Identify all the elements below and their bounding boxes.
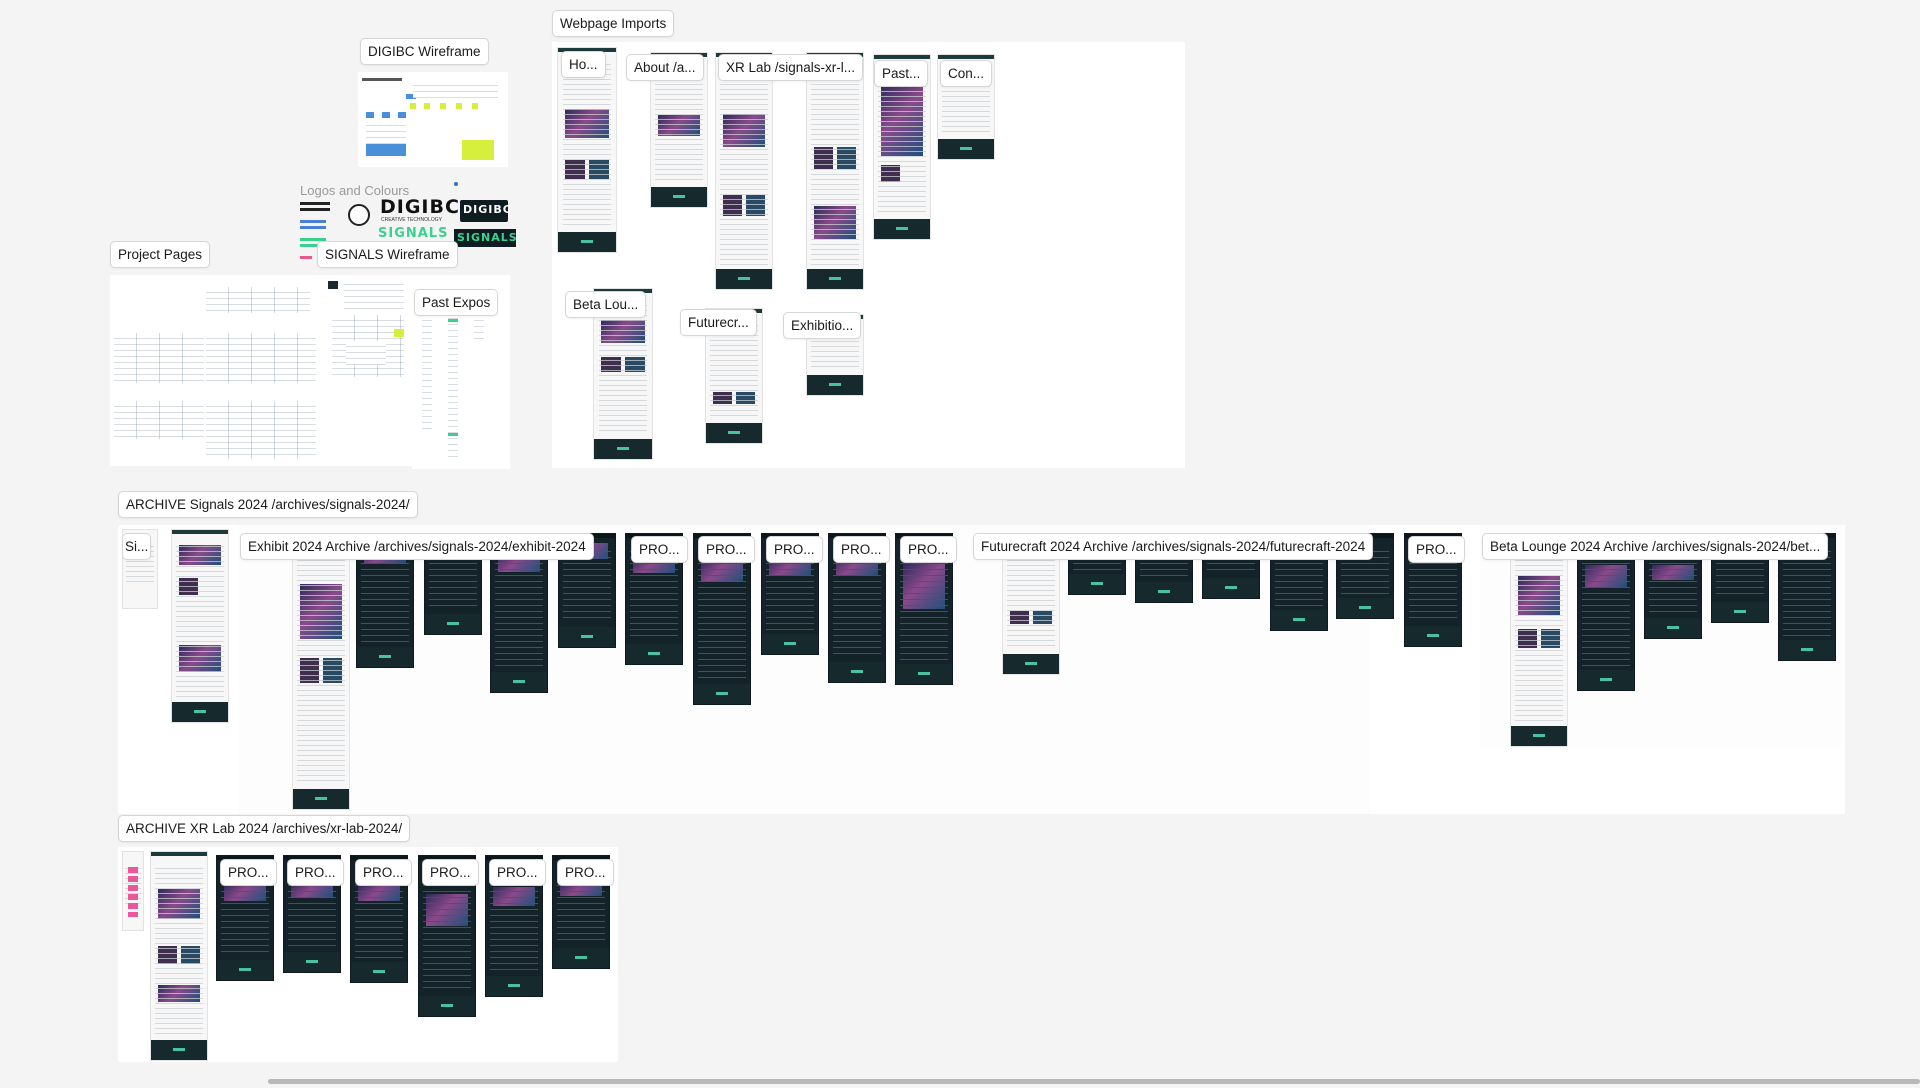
colour-spec-text [300, 202, 330, 205]
page-label-pro-4[interactable]: PRO... [833, 536, 890, 563]
signals-dark-logo: SIGNALS [454, 229, 518, 247]
page-label-xr-pro-3[interactable]: PRO... [355, 859, 412, 886]
frame-label-exhibit-archive[interactable]: Exhibit 2024 Archive /archives/signals-2… [240, 533, 594, 560]
digibc-dark-logo: DIGIBC [460, 200, 511, 222]
frame-label-archive-xr-lab[interactable]: ARCHIVE XR Lab 2024 /archives/xr-lab-202… [118, 815, 411, 842]
frame-label-past-expos[interactable]: Past Expos [414, 289, 499, 316]
exhibit-archive-index[interactable] [292, 533, 350, 810]
wireframe-lime-node [472, 103, 478, 109]
project-table [114, 333, 204, 383]
expo-green-mark [448, 433, 458, 436]
horizontal-scrollbar[interactable] [268, 1079, 1920, 1084]
wireframe-column [366, 120, 406, 144]
wireframe-blue-panel [366, 144, 406, 156]
frame-label-archive-signals[interactable]: ARCHIVE Signals 2024 /archives/signals-2… [118, 491, 418, 518]
page-label-pro-2[interactable]: PRO... [698, 536, 755, 563]
wireframe-dark-block [328, 281, 338, 289]
digibc-logo-subtitle: CREATIVE TECHNOLOGY [381, 217, 442, 223]
colour-spec-text [300, 238, 326, 241]
colour-spec-text [300, 226, 326, 229]
wireframe-lime-grid [462, 140, 494, 160]
logos-and-colours-frame[interactable]: DIGIBC CREATIVE TECHNOLOGY DIGIBC SIGNAL… [298, 182, 520, 264]
expo-column [474, 303, 484, 343]
colour-spec-text [300, 208, 330, 211]
page-home[interactable] [557, 47, 617, 253]
wireframe-sitemap-block [413, 80, 498, 98]
page-label-xr-pro-4[interactable]: PRO... [422, 859, 479, 886]
page-xr-lab-detail[interactable] [806, 52, 864, 290]
expo-column [448, 307, 458, 457]
frame-label-project-pages[interactable]: Project Pages [110, 241, 211, 268]
project-table [206, 333, 318, 383]
wireframe-table [346, 341, 386, 365]
page-label-xr-pro-2[interactable]: PRO... [287, 859, 344, 886]
wireframe-lime-node [424, 103, 430, 109]
digibc-logo: DIGIBC [380, 196, 460, 218]
wireframe-table [332, 315, 404, 377]
archive-xr-lab-frame[interactable] [118, 847, 618, 1062]
project-table [206, 287, 310, 313]
beta-lounge-archive-index[interactable] [1510, 533, 1568, 747]
wireframe-blue-box [382, 112, 390, 118]
colour-spec-text [300, 220, 326, 223]
wireframe-lime-node [456, 103, 462, 109]
wireframe-blue-box [406, 94, 416, 99]
wireframe-title-text [362, 78, 402, 81]
page-xr-lab[interactable] [715, 52, 773, 290]
wireframe-list [344, 279, 404, 309]
page-label-xr-pro-6[interactable]: PRO... [557, 859, 614, 886]
frame-label-webpage-imports[interactable]: Webpage Imports [552, 10, 675, 37]
digibc-dark-logo-text: DIGIBC [463, 203, 512, 216]
page-label-contact[interactable]: Con... [940, 60, 993, 87]
page-label-past[interactable]: Past... [874, 60, 929, 87]
project-pages-frame[interactable] [110, 275, 323, 466]
page-label-pro-6[interactable]: PRO... [1408, 536, 1465, 563]
signals-logo: SIGNALS [378, 226, 449, 241]
signals-wireframe-frame[interactable] [316, 275, 412, 466]
webpage-imports-frame[interactable] [552, 42, 1185, 468]
wireframe-blue-box [398, 112, 406, 118]
page-label-beta-lounge[interactable]: Beta Lou... [565, 291, 647, 318]
project-table [206, 401, 318, 459]
page-label-pro-5[interactable]: PRO... [900, 536, 957, 563]
exhibit-archive-frame[interactable] [238, 525, 1080, 814]
expo-column [422, 303, 432, 433]
frame-label-signals-wireframe[interactable]: SIGNALS Wireframe [317, 241, 458, 268]
colour-spec-text [300, 244, 318, 247]
expo-green-mark [448, 319, 458, 322]
xr-archive-page[interactable] [150, 851, 208, 1061]
page-label-xr-pro-5[interactable]: PRO... [489, 859, 546, 886]
wireframe-lime-node [440, 103, 446, 109]
horizontal-scrollbar-thumb[interactable] [268, 1079, 1920, 1084]
page-label-xr-lab[interactable]: XR Lab /signals-xr-l... [718, 54, 864, 81]
wireframe-lime-node [394, 329, 404, 337]
archive-signals-page[interactable] [171, 529, 229, 723]
digibc-circle-logo [348, 204, 370, 226]
page-label-pro-1[interactable]: PRO... [631, 536, 688, 563]
frame-label-digibc-wireframe[interactable]: DIGIBC Wireframe [360, 38, 489, 65]
frame-label-logos-and-colours: Logos and Colours [300, 183, 410, 198]
page-label-pro-3[interactable]: PRO... [766, 536, 823, 563]
wireframe-lime-node [410, 103, 416, 109]
page-label-futurecraft[interactable]: Futurecr... [680, 309, 757, 336]
page-label-si[interactable]: Si... [122, 533, 152, 560]
frame-label-futurecraft-archive[interactable]: Futurecraft 2024 Archive /archives/signa… [973, 533, 1374, 560]
signals-dark-logo-text: SIGNALS [457, 231, 518, 244]
page-label-about[interactable]: About /a... [626, 54, 704, 81]
cursor-dot [454, 182, 458, 186]
page-label-exhibition[interactable]: Exhibitio... [783, 312, 862, 339]
page-label-home[interactable]: Ho... [561, 51, 606, 78]
xr-pink-markers [128, 867, 138, 917]
page-label-xr-pro-1[interactable]: PRO... [220, 859, 277, 886]
wireframe-blue-box [366, 112, 374, 118]
colour-spec-text [300, 256, 312, 259]
futurecraft-archive-frame[interactable] [970, 525, 1370, 814]
digibc-wireframe-frame[interactable] [358, 72, 508, 167]
archive-signals-frame[interactable] [118, 525, 1845, 814]
project-table [114, 401, 204, 439]
frame-label-beta-lounge-archive[interactable]: Beta Lounge 2024 Archive /archives/signa… [1482, 533, 1829, 560]
